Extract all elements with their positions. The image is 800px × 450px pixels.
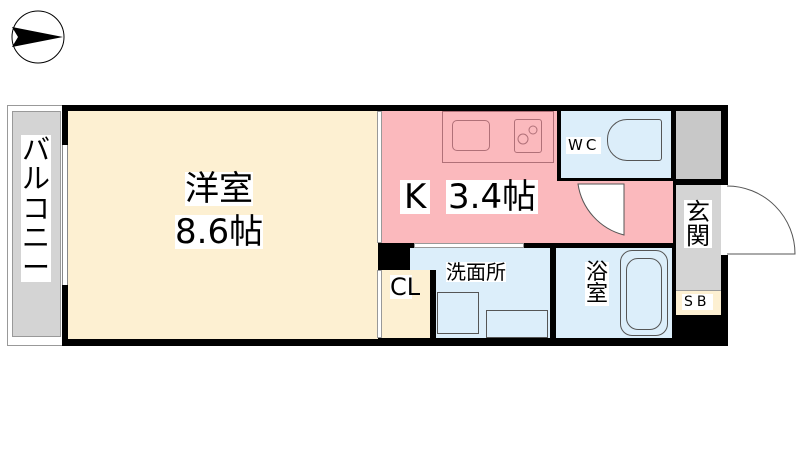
entrance-door-gap: [721, 185, 728, 255]
closet-label: CL: [390, 273, 421, 301]
washroom-door: [414, 243, 524, 248]
western-room-size: 8.6帖: [175, 212, 264, 252]
balcony-window: [62, 145, 68, 285]
washroom-upper: [410, 248, 436, 270]
entrance-label: 玄関: [684, 198, 712, 250]
balcony-label: バルコニー: [21, 133, 51, 284]
western-room-name: 洋室: [185, 169, 253, 209]
shoebox-label: SB: [682, 294, 713, 310]
kitchen-counter: [442, 111, 554, 163]
closet-door: [377, 270, 382, 338]
wc-label: WC: [566, 136, 602, 154]
kitchen: [382, 111, 557, 243]
storage: [676, 111, 721, 179]
washroom-label: 洗面所: [446, 260, 506, 284]
washbasin-icon: [486, 310, 548, 338]
stove-icon: [514, 119, 542, 153]
toilet-icon: [607, 119, 662, 161]
bathtub-icon: [620, 250, 668, 336]
sink-icon: [452, 120, 490, 151]
bathtub-inner: [626, 258, 662, 330]
kitchen-name: K: [400, 180, 431, 214]
kitchen-size: 3.4帖: [446, 177, 539, 217]
bath-label: 浴室: [585, 260, 609, 307]
washing-machine-icon: [437, 292, 479, 334]
sliding-door: [377, 111, 382, 243]
